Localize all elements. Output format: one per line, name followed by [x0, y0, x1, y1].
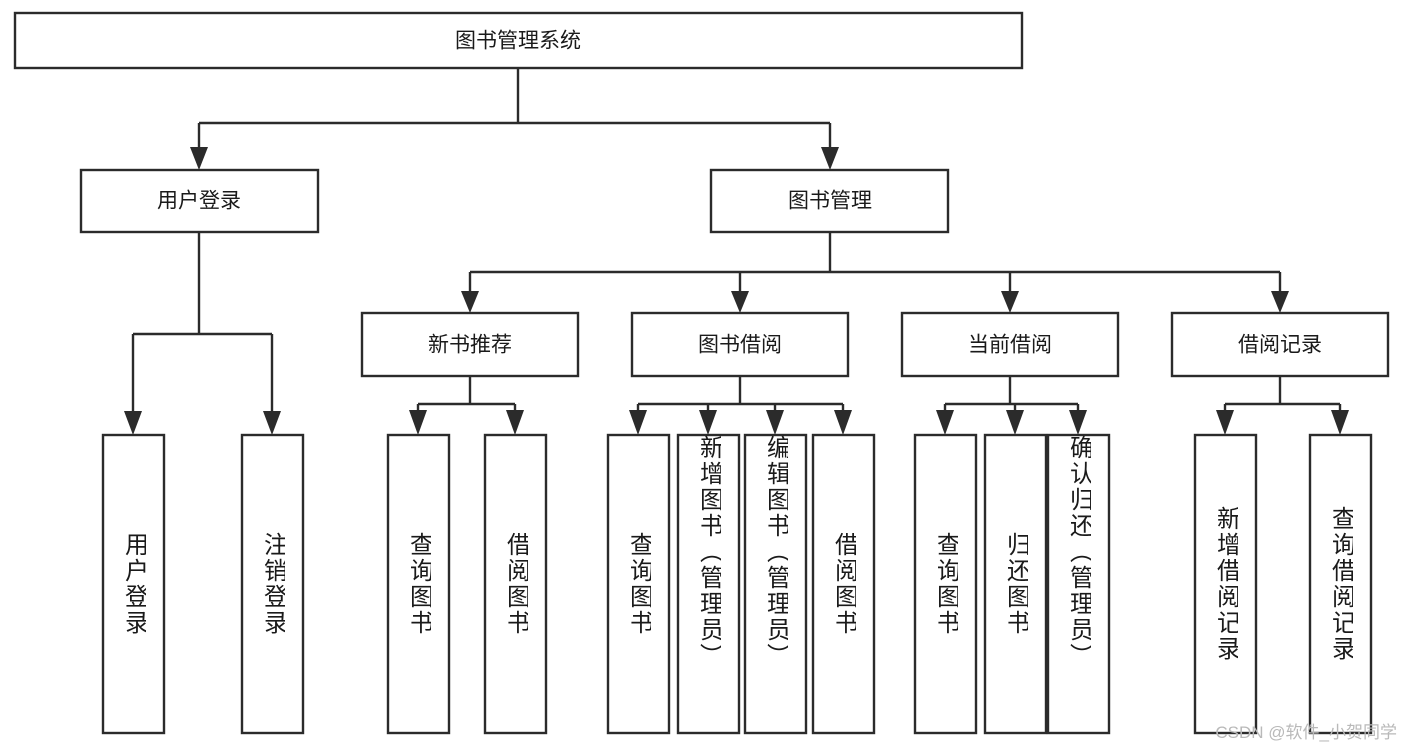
connectors-borrow-to-leaves	[629, 376, 852, 435]
leaf-box-borrow-0[interactable]	[606, 433, 671, 735]
connectors-records-to-leaves	[1216, 376, 1349, 435]
connectors-bookmgmt-to-level3	[461, 232, 1289, 313]
arrow-head-icon	[1001, 291, 1019, 313]
arrow-head-icon	[936, 410, 954, 435]
leaf-box-user-login-0[interactable]	[101, 433, 166, 735]
node-user-login[interactable]: 用户登录	[79, 168, 320, 234]
csdn-watermark: CSDN @软件_小贺同学	[1215, 723, 1397, 742]
arrow-head-icon	[124, 411, 142, 435]
arrow-head-icon	[190, 147, 208, 170]
leaf-box-borrow-1[interactable]	[676, 433, 741, 735]
node-root-label: 图书管理系统	[455, 30, 581, 53]
leaf-boxes-borrow	[606, 433, 876, 735]
node-borrow-records-box[interactable]	[1170, 311, 1390, 378]
node-book-management[interactable]: 图书管理	[709, 168, 950, 234]
arrow-head-icon	[1271, 291, 1289, 313]
node-current-borrow-box[interactable]	[900, 311, 1120, 378]
leaf-box-records-1[interactable]	[1308, 433, 1373, 735]
connectors-current-to-leaves	[936, 376, 1087, 435]
node-borrow-records[interactable]: 借阅记录	[1170, 311, 1390, 378]
leaf-box-current-1[interactable]	[983, 433, 1048, 735]
arrow-head-icon	[1216, 410, 1234, 435]
node-borrow-records-label: 借阅记录	[1238, 334, 1322, 357]
leaf-boxes-user-login	[101, 433, 305, 735]
node-new-book-recommend[interactable]: 新书推荐	[360, 311, 580, 378]
leaf-box-new-book-1[interactable]	[483, 433, 548, 735]
connectors-userlogin-to-leaves	[124, 232, 281, 435]
arrow-head-icon	[1331, 410, 1349, 435]
leaf-boxes-records	[1193, 433, 1373, 735]
leaf-box-new-book-0[interactable]	[386, 433, 451, 735]
leaf-box-current-0[interactable]	[913, 433, 978, 735]
node-user-login-label: 用户登录	[157, 190, 241, 213]
leaf-box-borrow-3[interactable]	[811, 433, 876, 735]
node-current-borrow[interactable]: 当前借阅	[900, 311, 1120, 378]
node-book-borrow-box[interactable]	[630, 311, 850, 378]
arrow-head-icon	[263, 411, 281, 435]
arrow-head-icon	[834, 410, 852, 435]
node-root-box[interactable]	[13, 11, 1024, 70]
arrow-head-icon	[409, 410, 427, 435]
node-current-borrow-label: 当前借阅	[968, 334, 1052, 357]
arrow-head-icon	[766, 410, 784, 435]
arrow-head-icon	[461, 291, 479, 313]
connectors-newbook-to-leaves	[409, 376, 524, 435]
leaf-boxes-current	[913, 433, 1111, 735]
node-book-management-label: 图书管理	[788, 190, 872, 213]
node-user-login-box[interactable]	[79, 168, 320, 234]
leaf-box-records-0[interactable]	[1193, 433, 1258, 735]
leaf-box-user-login-1[interactable]	[240, 433, 305, 735]
arrow-head-icon	[1069, 410, 1087, 435]
node-root[interactable]: 图书管理系统	[13, 11, 1024, 70]
node-new-book-recommend-label: 新书推荐	[428, 334, 512, 357]
arrow-head-icon	[821, 147, 839, 170]
leaf-boxes-new-book	[386, 433, 548, 735]
node-book-borrow[interactable]: 图书借阅	[630, 311, 850, 378]
arrow-head-icon	[731, 291, 749, 313]
leaf-box-borrow-2[interactable]	[743, 433, 808, 735]
node-new-book-recommend-box[interactable]	[360, 311, 580, 378]
node-book-management-box[interactable]	[709, 168, 950, 234]
arrow-head-icon	[629, 410, 647, 435]
arrow-head-icon	[1006, 410, 1024, 435]
node-book-borrow-label: 图书借阅	[698, 334, 782, 357]
arrow-head-icon	[506, 410, 524, 435]
leaf-box-current-2[interactable]	[1046, 433, 1111, 735]
connectors-root-to-level2	[190, 68, 839, 170]
arrow-head-icon	[699, 410, 717, 435]
